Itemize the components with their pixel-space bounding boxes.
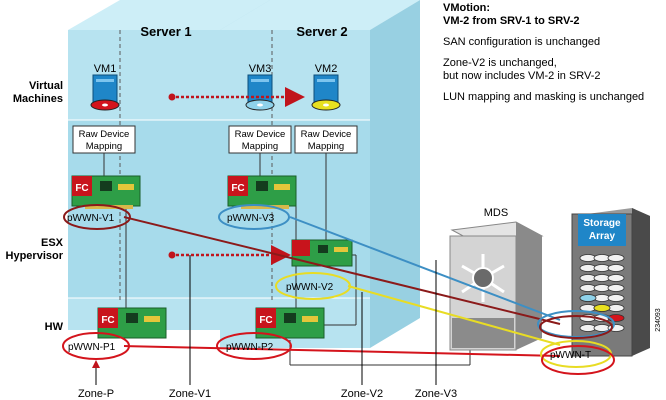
layer-hw-label: HW bbox=[45, 321, 64, 333]
fc-card-server1-physical: FC bbox=[97, 307, 167, 339]
vm3-icon bbox=[245, 74, 275, 111]
wwn-p1-label: pWWN-P1 bbox=[68, 342, 116, 353]
zone-v1-ellipse bbox=[63, 204, 131, 230]
rdm-box-2: Raw Device Mapping bbox=[228, 125, 292, 154]
zone-v2-line bbox=[347, 285, 561, 346]
vm1-label: VM1 bbox=[94, 63, 117, 75]
vm2-icon bbox=[311, 74, 341, 111]
zone-v3-line bbox=[289, 216, 561, 321]
mds-switch bbox=[449, 221, 544, 351]
vmotion-arrow bbox=[168, 87, 305, 107]
svg-text:FC: FC bbox=[231, 183, 244, 194]
zone-p1-ellipse bbox=[62, 332, 130, 360]
storage-array bbox=[571, 208, 650, 357]
zone-p-line bbox=[123, 345, 561, 357]
storage-label: Storage bbox=[583, 218, 621, 229]
wwn-v2-label: pWWN-V2 bbox=[286, 282, 334, 293]
vm3-label: VM3 bbox=[249, 63, 272, 75]
layer-vm-label: Virtual bbox=[29, 80, 63, 92]
storage-label-2: Array bbox=[589, 231, 616, 242]
notes-panel: VMotion: VM-2 from SRV-1 to SRV-2 SAN co… bbox=[443, 2, 665, 112]
svg-text:Raw Device: Raw Device bbox=[79, 129, 130, 140]
vm2-label: VM2 bbox=[315, 63, 338, 75]
svg-text:Mapping: Mapping bbox=[308, 141, 344, 152]
wwn-v3-label: pWWN-V3 bbox=[227, 213, 275, 224]
zone-v3-label: Zone-V3 bbox=[415, 388, 457, 400]
zone-p-label: Zone-P bbox=[78, 388, 114, 400]
fc-card-server2-virtual: FC bbox=[227, 175, 297, 209]
zone-t-red-ellipse bbox=[541, 345, 615, 375]
zone-p2-ellipse bbox=[216, 332, 292, 360]
zone-v2-label: Zone-V2 bbox=[341, 388, 383, 400]
svg-text:FC: FC bbox=[259, 315, 272, 326]
note-lun: LUN mapping and masking is unchanged bbox=[443, 91, 645, 103]
server-2-label: Server 2 bbox=[296, 24, 347, 39]
svg-text:FC: FC bbox=[75, 183, 88, 194]
vm1-icon bbox=[90, 74, 120, 111]
notes-title-2: VM-2 from SRV-1 to SRV-2 bbox=[443, 15, 580, 27]
hypervisor-migration-arrow bbox=[168, 245, 291, 265]
svg-text:Raw Device: Raw Device bbox=[301, 129, 352, 140]
layer-vm-label-2: Machines bbox=[13, 93, 63, 105]
layer-esx-label-2: Hypervisor bbox=[6, 250, 64, 262]
svg-text:Raw Device: Raw Device bbox=[235, 129, 286, 140]
wwn-v1-label: pWWN-V1 bbox=[67, 213, 115, 224]
zone-v2-ellipse bbox=[275, 272, 351, 300]
fc-card-server2-migrated bbox=[291, 239, 353, 267]
figure-id: 234093 bbox=[655, 308, 662, 331]
server-1-label: Server 1 bbox=[140, 24, 191, 39]
svg-text:FC: FC bbox=[101, 315, 114, 326]
note-zone: Zone-V2 is unchanged, but now includes V… bbox=[443, 57, 601, 82]
zone-v1-line bbox=[123, 216, 561, 325]
zone-t-darkred-ellipse bbox=[539, 315, 613, 339]
fc-card-server1-virtual: FC bbox=[71, 175, 141, 209]
rdm-box-1: Raw Device Mapping bbox=[72, 125, 136, 154]
server-2-box bbox=[220, 0, 420, 348]
zone-v3-ellipse bbox=[218, 204, 290, 230]
svg-text:Mapping: Mapping bbox=[86, 141, 122, 152]
layer-esx-label: ESX bbox=[41, 237, 64, 249]
note-san: SAN configuration is unchanged bbox=[443, 36, 601, 48]
zone-v1-label: Zone-V1 bbox=[169, 388, 211, 400]
wwn-p2-label: pWWN-P2 bbox=[226, 342, 274, 353]
notes-title: VMotion: bbox=[443, 2, 491, 14]
rdm-box-3: Raw Device Mapping bbox=[294, 125, 358, 154]
svg-text:Mapping: Mapping bbox=[242, 141, 278, 152]
wwn-t-label: pWWN-T bbox=[550, 350, 591, 361]
mds-label: MDS bbox=[484, 207, 508, 219]
